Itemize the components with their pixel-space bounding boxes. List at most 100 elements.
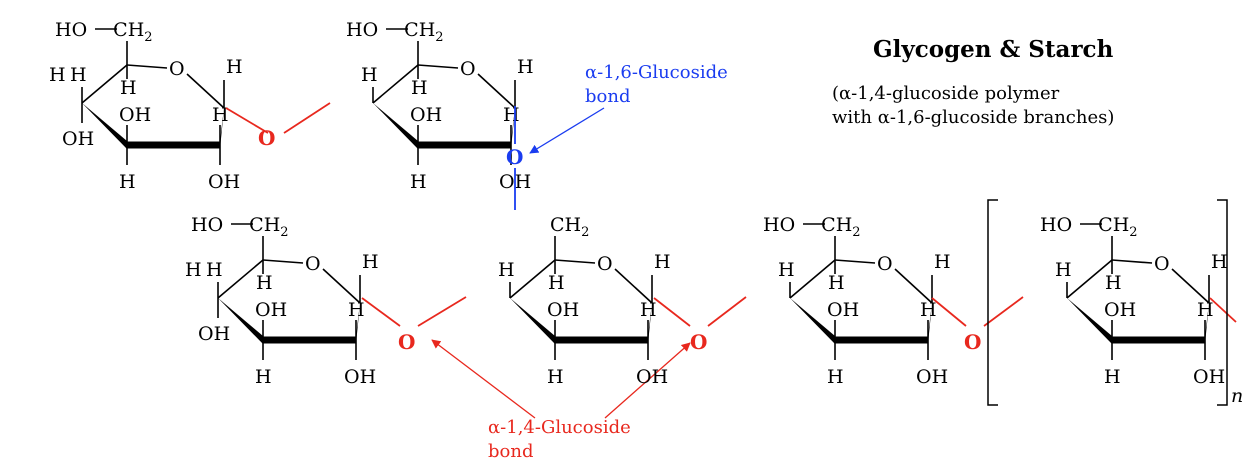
c5-h: H	[411, 77, 428, 99]
bottom-linkage2-bond-right	[707, 296, 747, 327]
ring-bond-c5-o	[554, 259, 596, 264]
c4-h: H	[778, 259, 795, 281]
alpha-14-bond-label-line2: bond	[488, 441, 533, 461]
top-glycosidic-oxygen: O	[258, 126, 275, 150]
c3-oh: OH	[827, 299, 859, 321]
bottom-glycosidic-oxygen-1: O	[398, 330, 415, 354]
c3-oh: OH	[547, 299, 579, 321]
bottom-glycosidic-oxygen-2: O	[690, 330, 707, 354]
diagram-subtitle-line2: with α-1,6-glucoside branches)	[832, 107, 1114, 128]
bottom-linkage1-bond-right	[417, 296, 467, 327]
c3-oh: OH	[255, 299, 287, 321]
c5-h: H	[548, 272, 565, 294]
ring-bond-c5-o	[834, 259, 876, 264]
ring-wedge-right	[220, 108, 224, 149]
c4-h: H	[361, 64, 378, 86]
c4-left-h: H	[49, 64, 66, 86]
c3-oh: OH	[119, 104, 151, 126]
c2-h: H	[503, 104, 520, 126]
repeat-subscript-n: n	[1231, 385, 1243, 407]
ring-wedge-right	[356, 303, 360, 344]
ring-bond-c4-c5	[372, 64, 419, 104]
ring-oxygen: O	[305, 253, 321, 275]
c3-h: H	[119, 171, 136, 193]
ring-bond-o-c1	[322, 268, 361, 304]
c1-h: H	[1211, 251, 1228, 273]
ring-wedge-left	[82, 103, 127, 149]
ring-oxygen: O	[1154, 253, 1170, 275]
c3-h: H	[410, 171, 427, 193]
ring-oxygen: O	[877, 253, 893, 275]
alpha-16-bond-arrow	[529, 107, 605, 154]
alpha-16-oxygen: O	[506, 145, 523, 169]
c3-oh: OH	[410, 104, 442, 126]
repeat-bracket-left	[987, 199, 998, 406]
c1-h: H	[654, 251, 671, 273]
top-linkage-bond-right	[283, 102, 331, 134]
ring-bond-c4-c5	[509, 259, 556, 299]
ring-bond-c4-c5	[81, 64, 128, 104]
ring-bond-c4-c5	[789, 259, 836, 299]
c2-h: H	[640, 299, 657, 321]
c4-h: H	[1055, 259, 1072, 281]
ring-bond-c4-c5	[1066, 259, 1113, 299]
diagram-subtitle-line1: (α-1,4-glucoside polymer	[832, 83, 1060, 104]
alpha-16-bond-label-line2: bond	[585, 86, 630, 107]
c5-h: H	[1105, 272, 1122, 294]
ring-wedge-right	[648, 303, 652, 344]
c4-oh: OH	[198, 323, 230, 345]
alpha-14-bond-label-line1: α-1,4-Glucoside	[488, 417, 631, 438]
c3-oh: OH	[1104, 299, 1136, 321]
c4-left-h: H	[185, 259, 202, 281]
bottom-linkage2-bond-left	[653, 297, 691, 327]
ring-wedge-left	[510, 298, 555, 344]
ring-oxygen: O	[597, 253, 613, 275]
alpha-16-bond-label-line1: α-1,6-Glucoside	[585, 62, 728, 83]
ring-wedge-left	[790, 298, 835, 344]
bottom-linkage1-bond-left	[361, 297, 401, 327]
ring-wedge-left	[218, 298, 263, 344]
c2-oh: OH	[344, 366, 376, 388]
top-linkage-bond-left	[225, 107, 269, 134]
c2-oh: OH	[636, 366, 668, 388]
bottom-linkage3-bond-left	[931, 297, 967, 327]
ring-wedge-left	[373, 103, 418, 149]
ring-wedge-right	[1205, 303, 1209, 344]
c2-h: H	[1197, 299, 1214, 321]
ring-bond-o-c1	[186, 73, 225, 109]
c4-h: H	[206, 259, 223, 281]
c5-h: H	[120, 77, 137, 99]
ring-bond-o-c1	[614, 268, 653, 304]
c4-h: H	[498, 259, 515, 281]
alpha-14-bond-arrow-left	[431, 339, 536, 419]
diagram-title: Glycogen & Starch	[873, 36, 1114, 63]
c5-h: H	[828, 272, 845, 294]
c2-oh: OH	[1193, 366, 1225, 388]
c3-h: H	[547, 366, 564, 388]
c2-h: H	[348, 299, 365, 321]
ring-bond-c5-o	[1111, 259, 1153, 264]
c2-oh: OH	[916, 366, 948, 388]
ring-bond-o-c1	[1171, 268, 1210, 304]
ring-bond-c5-o	[417, 64, 459, 69]
ring-bond-c4-c5	[217, 259, 264, 299]
bottom-glycosidic-oxygen-3: O	[964, 330, 981, 354]
alpha-14-bond-arrow-right	[604, 342, 691, 419]
ring-wedge-left	[1067, 298, 1112, 344]
c6-ch2-label: CH2	[550, 214, 589, 240]
c1-h: H	[226, 56, 243, 78]
ring-wedge-right	[511, 108, 515, 149]
repeat-bracket-right	[1217, 199, 1228, 406]
c2-h: H	[212, 104, 229, 126]
